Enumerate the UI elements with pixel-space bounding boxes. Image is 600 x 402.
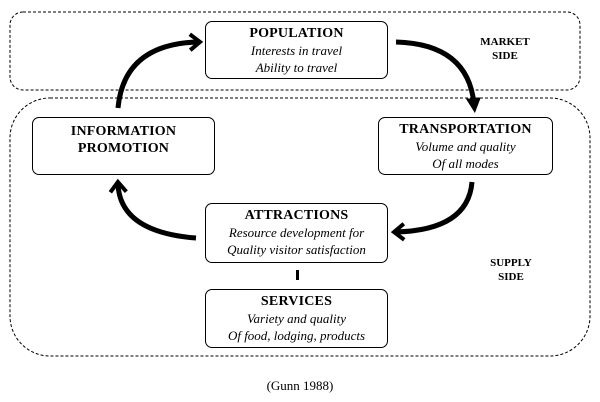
population-title: POPULATION [249,26,344,41]
attractions-title: ATTRACTIONS [244,208,349,223]
services-line-2: Of food, lodging, products [227,328,366,343]
transportation-title: TRANSPORTATION [399,122,532,137]
population-box: POPULATION Interests in travel Ability t… [205,21,388,79]
attractions-line-2: Quality visitor satisfaction [227,242,366,257]
transportation-line-2: Of all modes [432,156,499,171]
attractions-box: ATTRACTIONS Resource development for Qua… [205,203,388,263]
market-side-label-line-2: SIDE [492,50,518,62]
promotion-title: PROMOTION [77,141,170,156]
arrow-transportation-to-attractions [390,181,475,242]
market-side-label-line-1: MARKET [480,36,530,48]
source-caption: (Gunn 1988) [266,378,334,393]
services-line-1: Variety and quality [247,311,346,326]
supply-side-label-line-2: SIDE [498,271,524,283]
information-promotion-box: INFORMATION PROMOTION [32,117,215,175]
supply-side-label-line-1: SUPPLY [490,257,532,269]
arrow-population-to-transportation [395,39,481,113]
transportation-line-1: Volume and quality [415,139,516,154]
attractions-line-1: Resource development for [228,225,365,240]
attractions-services-link [296,270,299,280]
information-title: INFORMATION [70,124,177,139]
services-box: SERVICES Variety and quality Of food, lo… [205,289,388,348]
market-side-region [9,11,581,91]
supply-side-region [9,97,591,357]
population-line-1: Interests in travel [250,43,343,58]
supply-side-label: SUPPLY SIDE [476,256,546,284]
arrow-attractions-to-information [108,178,197,241]
population-line-2: Ability to travel [255,60,338,75]
transportation-box: TRANSPORTATION Volume and quality Of all… [378,117,553,175]
arrow-information-to-population [115,32,204,109]
services-title: SERVICES [260,294,333,309]
market-side-label: MARKET SIDE [470,35,540,63]
